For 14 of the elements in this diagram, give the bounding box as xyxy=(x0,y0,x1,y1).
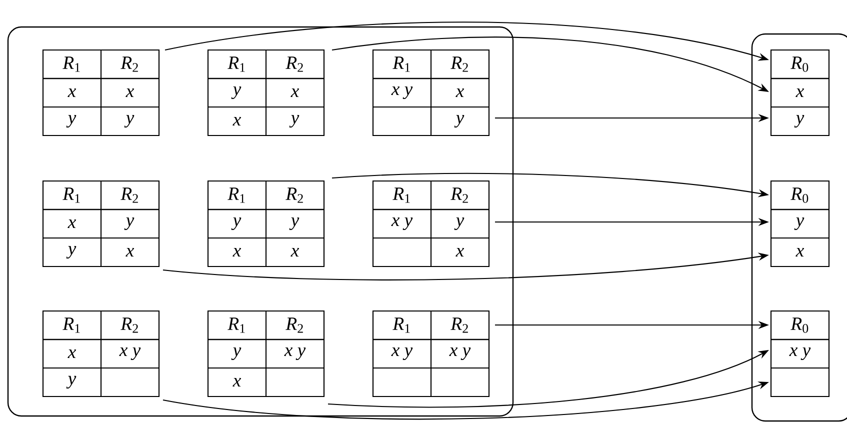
group-frame xyxy=(751,33,847,422)
table: R$_{1}$ R$_{2}$ x x y y xyxy=(42,49,160,136)
table: R$_{1}$ R$_{2}$ x y y x xyxy=(372,180,490,268)
table: R$_{1}$ R$_{2}$ y y x x xyxy=(207,180,325,268)
table: R$_{0}$ y x xyxy=(770,180,830,268)
table: R$_{1}$ R$_{2}$ x y x y xyxy=(372,310,490,398)
table: R$_{0}$ x y xyxy=(770,49,830,136)
table: R$_{1}$ R$_{2}$ x y x y xyxy=(372,49,490,136)
table: R$_{1}$ R$_{2}$ y x y x xyxy=(207,310,325,398)
table: R$_{1}$ R$_{2}$ y x x y xyxy=(207,49,325,136)
group-frame xyxy=(7,26,514,417)
table: R$_{0}$ x y xyxy=(770,310,830,398)
table: R$_{1}$ R$_{2}$ x x y y xyxy=(42,310,160,398)
table: R$_{1}$ R$_{2}$ x y y x xyxy=(42,180,160,268)
